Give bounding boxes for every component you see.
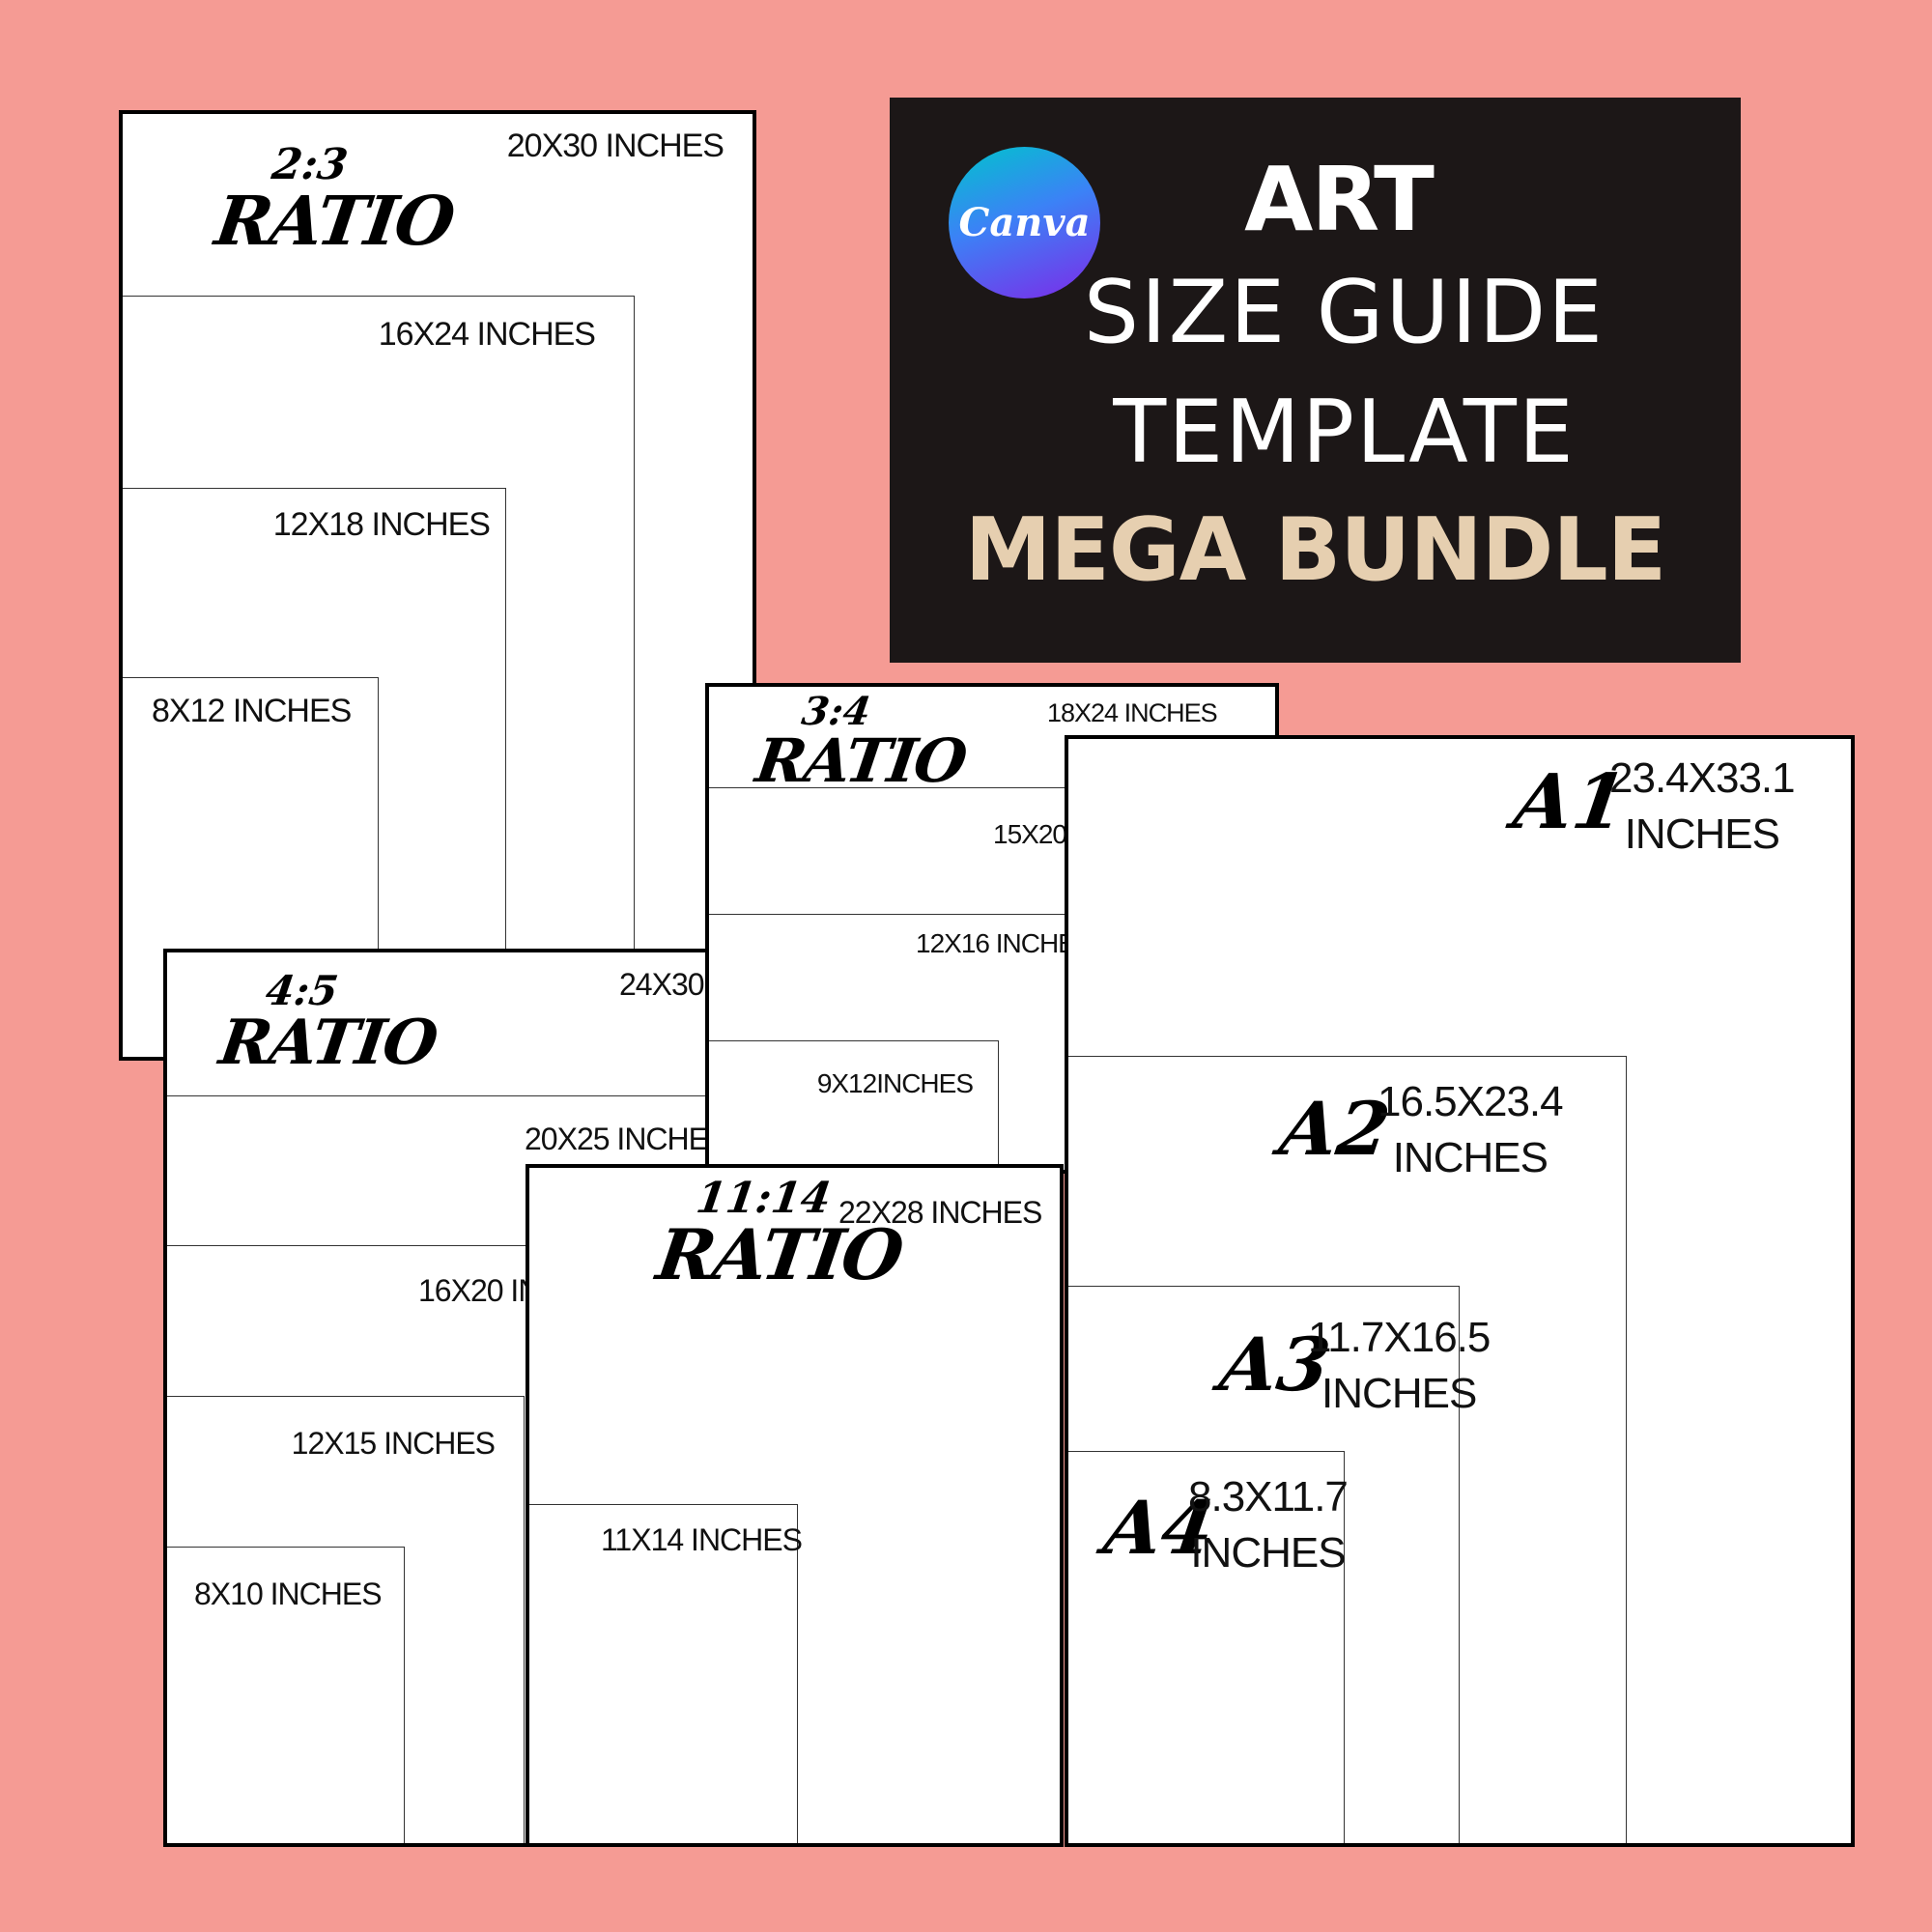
size-label-8x12: 8X12 INCHES	[152, 693, 352, 729]
ratio-title-2-3: 2:3 RATIO	[211, 140, 464, 261]
sheet-a-series: A1 23.4X33.1 INCHES A2 16.5X23.4 INCHES …	[1065, 735, 1855, 1847]
a2-dims-value: 16.5X23.4	[1378, 1078, 1564, 1125]
sheet-11-14-ratio: 11:14 RATIO 22X28 INCHES 11X14 INCHES	[526, 1164, 1064, 1847]
canva-logo-text: Canva	[958, 200, 1091, 245]
a3-dims-value: 11.7X16.5	[1308, 1314, 1491, 1361]
a2-dims: 16.5X23.4 INCHES	[1378, 1074, 1564, 1186]
size-label-18x24: 18X24 INCHES	[1047, 698, 1218, 727]
size-label-12x16: 12X16 INCHES	[916, 928, 1094, 958]
ratio-word: RATIO	[214, 1007, 440, 1079]
ratio-word: RATIO	[752, 725, 970, 796]
size-label-12x15: 12X15 INCHES	[291, 1426, 496, 1461]
frame-a4: A4 8.3X11.7 INCHES	[1068, 1451, 1349, 1843]
size-label-12x18: 12X18 INCHES	[272, 506, 491, 543]
frame-12x15: 12X15 INCHES 8X10 INCHES	[167, 1396, 525, 1843]
frame-11x14: 11X14 INCHES	[529, 1504, 803, 1843]
size-label-20x25: 20X25 INCHE	[525, 1122, 709, 1156]
a4-dims: 8.3X11.7 INCHES	[1188, 1469, 1349, 1581]
frame-9x12: 9X12INCHES	[709, 1040, 999, 1170]
a4-dims-value: 8.3X11.7	[1188, 1473, 1349, 1520]
size-label-16x24: 16X24 INCHES	[378, 316, 596, 353]
a2-dims-unit: INCHES	[1392, 1134, 1548, 1181]
size-label-24x30: 24X30	[619, 967, 705, 1002]
canva-logo: Canva	[949, 147, 1100, 298]
a3-dims: 11.7X16.5 INCHES	[1308, 1310, 1491, 1422]
a1-dims: 23.4X33.1 INCHES	[1609, 751, 1796, 863]
ratio-word: RATIO	[211, 181, 459, 261]
size-label-16x20: 16X20 IN	[418, 1273, 540, 1308]
sheet-2-3-ratio: 2:3 RATIO 20X30 INCHES 16X24 INCHES 12X1…	[119, 110, 756, 1061]
banner-line-size-guide: SIZE GUIDE	[1083, 262, 1605, 363]
size-label-8x10: 8X10 INCHES	[194, 1577, 383, 1611]
frame-8x10: 8X10 INCHES	[167, 1547, 405, 1843]
ratio-title-3-4: 3:4 RATIO	[752, 689, 975, 796]
frame-16x24: 16X24 INCHES 12X18 INCHES 8X12 INCHES	[123, 296, 635, 1057]
banner-line-template: TEMPLATE	[1113, 382, 1576, 483]
a3-dims-unit: INCHES	[1321, 1370, 1477, 1417]
a4-dims-unit: INCHES	[1190, 1529, 1346, 1577]
size-label-20x30: 20X30 INCHES	[506, 128, 724, 164]
title-banner: Canva ART SIZE GUIDE TEMPLATE MEGA BUNDL…	[890, 98, 1741, 663]
banner-line-art: ART	[1244, 148, 1435, 251]
banner-line-mega-bundle: MEGA BUNDLE	[964, 499, 1666, 601]
frame-a3: A3 11.7X16.5 INCHES A4 8.3X11.7 INCHES	[1068, 1286, 1491, 1843]
size-label-15x20: 15X20	[993, 819, 1067, 849]
size-label-11x14: 11X14 INCHES	[601, 1522, 803, 1557]
a1-dims-value: 23.4X33.1	[1609, 754, 1796, 802]
ratio-title-4-5: 4:5 RATIO	[214, 967, 445, 1079]
size-label-22x28: 22X28 INCHES	[838, 1195, 1042, 1230]
a1-dims-unit: INCHES	[1624, 810, 1780, 858]
size-label-9x12: 9X12INCHES	[816, 1068, 974, 1098]
frame-a2: A2 16.5X23.4 INCHES A3 11.7X16.5 INCHES …	[1068, 1056, 1627, 1843]
